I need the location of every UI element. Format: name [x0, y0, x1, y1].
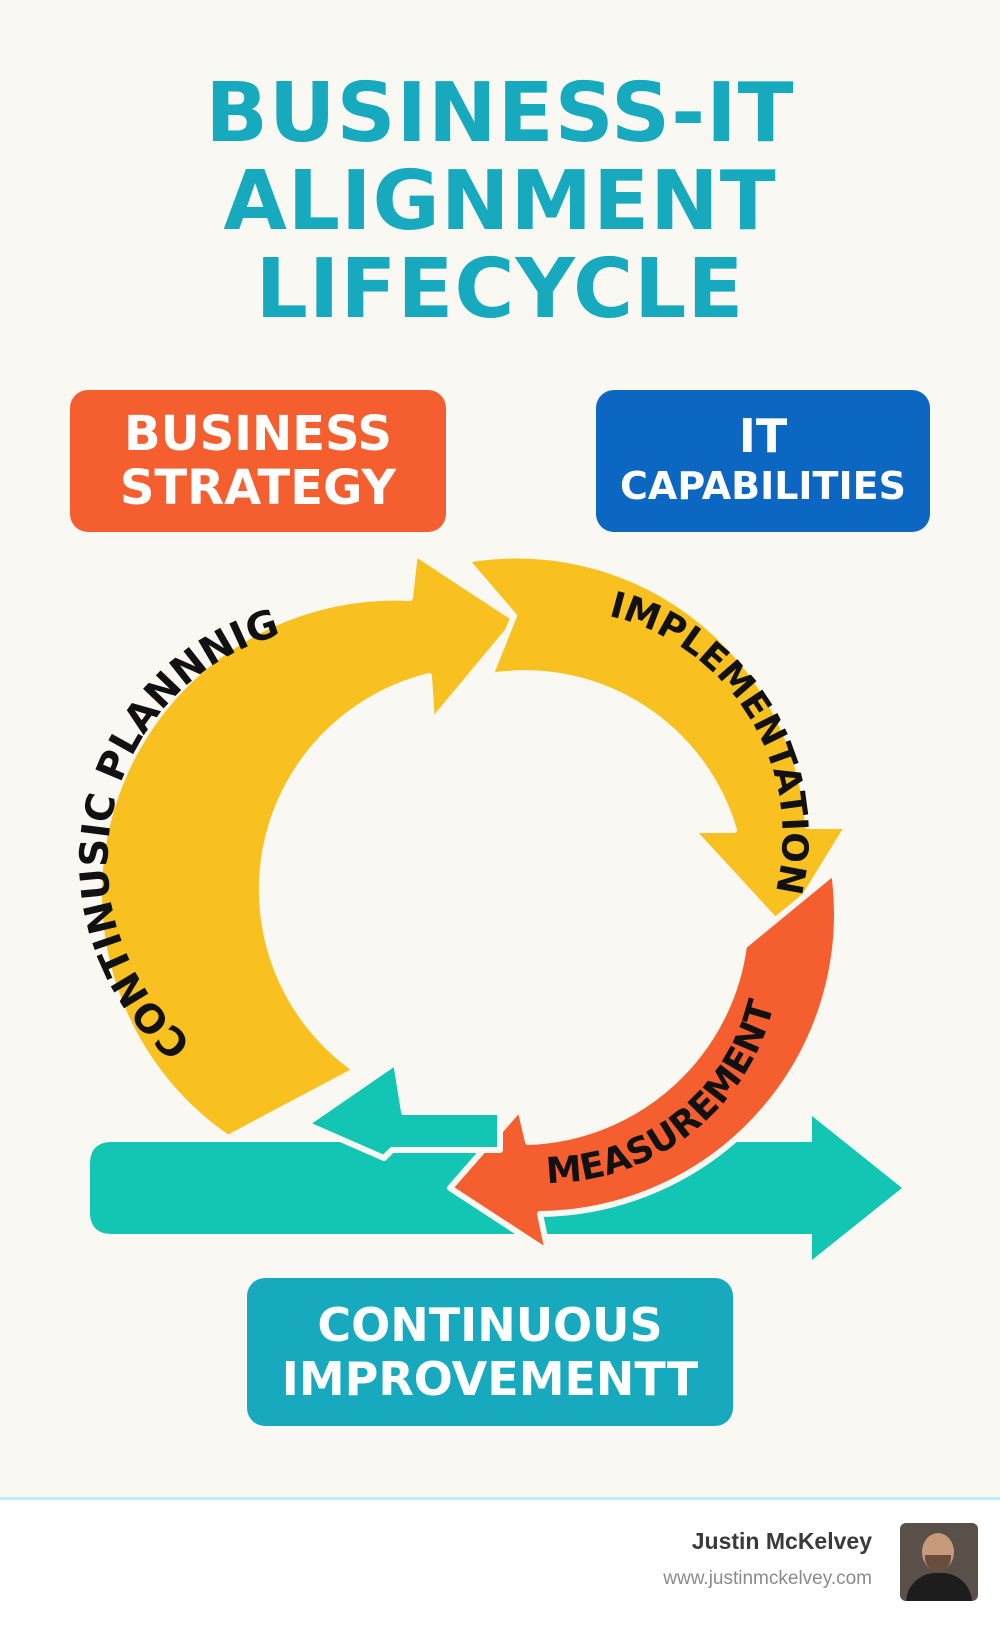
continuous-improvement-line-1: CONTINUOUS: [317, 1298, 662, 1352]
footer: [0, 1500, 1000, 1627]
continuous-improvement-line-2: IMPROVEMENTT: [282, 1352, 698, 1406]
author-url[interactable]: www.justinmckelvey.com: [663, 1568, 872, 1590]
author-name: Justin McKelvey: [692, 1528, 872, 1555]
continuous-improvement-box: CONTINUOUS IMPROVEMENTT: [247, 1278, 733, 1426]
avatar: [900, 1523, 978, 1601]
